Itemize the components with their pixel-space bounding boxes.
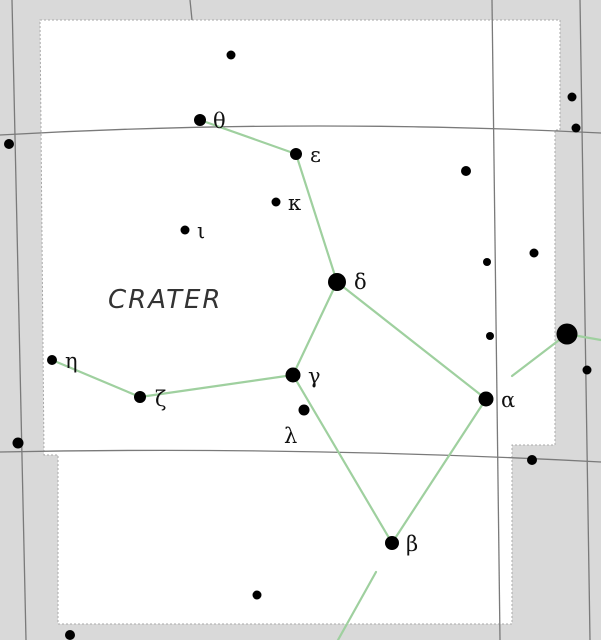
star-eta xyxy=(47,355,57,365)
field-star xyxy=(12,437,24,449)
field-star xyxy=(4,139,14,149)
star-iota xyxy=(180,225,190,235)
label-gamma: γ xyxy=(308,364,321,388)
figure-line-external-right xyxy=(510,332,569,378)
field-star xyxy=(527,455,537,465)
field-star xyxy=(486,332,494,340)
label-alpha: α xyxy=(501,388,515,412)
field-star xyxy=(65,630,75,640)
grid-line-ra-top xyxy=(189,0,193,21)
figure-line-gamma-beta xyxy=(291,373,394,545)
grid-line-ra-left xyxy=(11,0,27,640)
constellation-name: CRATER xyxy=(108,285,223,315)
grid-line-ra-right xyxy=(491,0,501,640)
field-star xyxy=(582,365,592,375)
star-alpha xyxy=(478,391,494,407)
label-eta: η xyxy=(65,349,78,373)
grid-line-dec-lower xyxy=(0,449,601,463)
figure-line-epsilon-delta xyxy=(294,152,339,284)
star-lambda xyxy=(298,404,310,416)
figure-line-zeta-eta xyxy=(50,358,142,399)
grid-line-ra-edge xyxy=(579,0,591,640)
figure-line-beta-alpha xyxy=(390,397,488,545)
grid-line-dec-upper xyxy=(0,125,601,136)
label-kappa: κ xyxy=(288,191,301,215)
figure-line-delta-gamma xyxy=(291,280,339,377)
field-star xyxy=(461,166,471,176)
field-star xyxy=(252,590,262,600)
label-epsilon: ε xyxy=(310,143,321,167)
star-zeta xyxy=(134,391,146,403)
figure-line-delta-alpha xyxy=(335,280,488,401)
label-theta: θ xyxy=(213,109,226,133)
star-gamma xyxy=(285,367,301,383)
star-beta xyxy=(385,536,399,550)
label-zeta: ζ xyxy=(155,387,166,411)
field-star xyxy=(571,123,581,133)
star-delta xyxy=(328,273,346,291)
star-theta xyxy=(194,114,206,126)
field-star xyxy=(226,50,236,60)
field-star xyxy=(483,258,491,266)
field-star-bright xyxy=(556,323,578,345)
star-kappa xyxy=(271,197,281,207)
field-star xyxy=(529,248,539,258)
label-lambda: λ xyxy=(284,424,297,448)
label-delta: δ xyxy=(354,270,367,294)
star-epsilon xyxy=(290,148,302,160)
figure-line-theta-epsilon xyxy=(198,118,298,156)
constellation-boundary xyxy=(39,19,561,625)
label-beta: β xyxy=(406,532,418,556)
field-star xyxy=(567,92,577,102)
figure-line-external-bottom xyxy=(336,570,378,640)
figure-line-gamma-zeta xyxy=(138,373,295,399)
label-iota: ι xyxy=(197,219,205,243)
